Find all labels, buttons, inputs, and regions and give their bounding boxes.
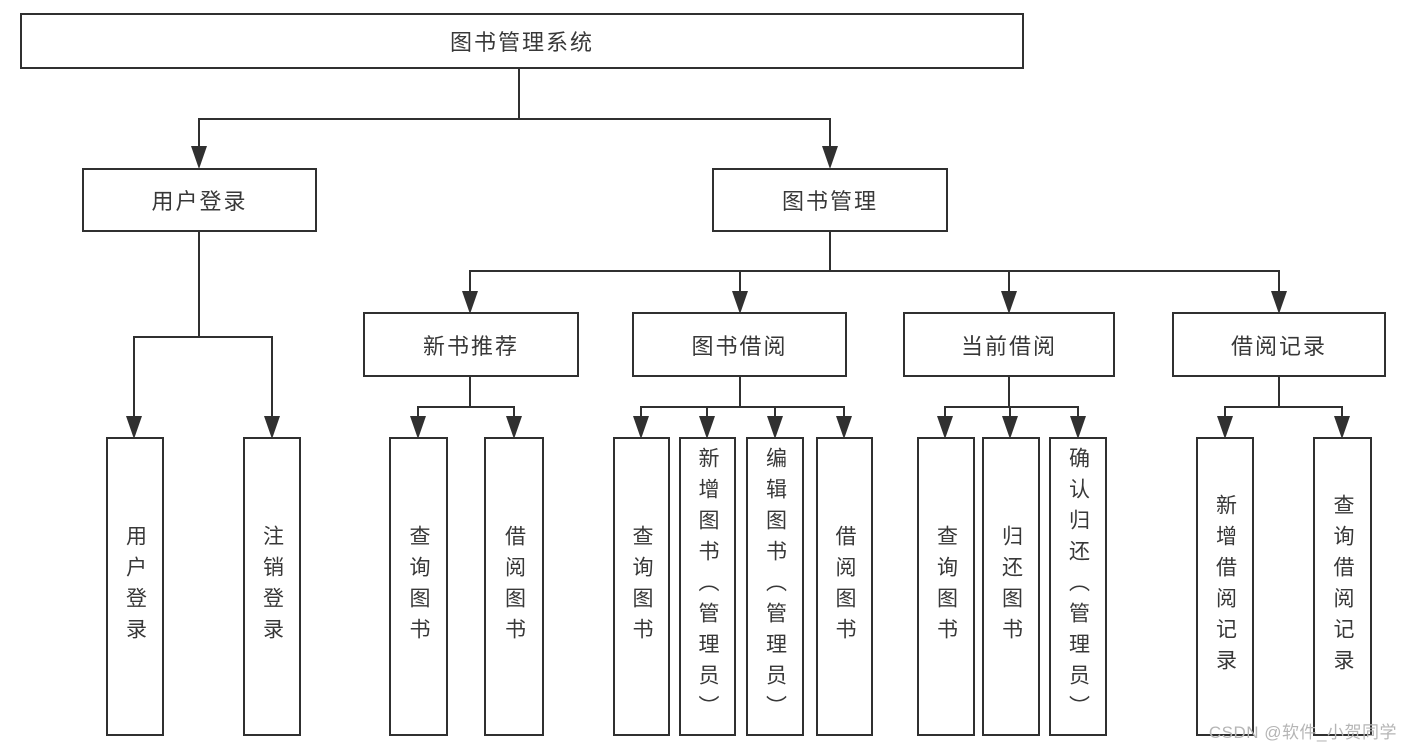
node-borrow-record: 借阅记录 <box>1172 312 1386 377</box>
leaf-query-books-borrow: 查询图书 <box>613 437 670 736</box>
node-user-login: 用户登录 <box>82 168 317 232</box>
node-new-book-recommend: 新书推荐 <box>363 312 579 377</box>
node-root: 图书管理系统 <box>20 13 1024 69</box>
connector-borrow-record <box>1217 377 1350 439</box>
connector-new-book <box>410 377 522 439</box>
leaf-query-borrow-record: 查询借阅记录 <box>1313 437 1372 736</box>
leaf-confirm-return-admin: 确认归还（管理员） <box>1049 437 1107 736</box>
node-current-borrow: 当前借阅 <box>903 312 1115 377</box>
leaf-borrow-books-recommend: 借阅图书 <box>484 437 544 736</box>
leaf-add-book-admin: 新增图书（管理员） <box>679 437 736 736</box>
connector-book-management <box>462 232 1287 314</box>
leaf-return-book: 归还图书 <box>982 437 1040 736</box>
connector-user-login <box>126 232 280 439</box>
node-book-borrow: 图书借阅 <box>632 312 847 377</box>
connector-current-borrow <box>937 377 1086 439</box>
connector-book-borrow <box>633 377 852 439</box>
leaf-query-books-recommend: 查询图书 <box>389 437 448 736</box>
leaf-logout: 注销登录 <box>243 437 301 736</box>
watermark: CSDN @软件_小贺同学 <box>1208 723 1397 742</box>
node-book-management: 图书管理 <box>712 168 948 232</box>
leaf-edit-book-admin: 编辑图书（管理员） <box>746 437 804 736</box>
leaf-query-books-current: 查询图书 <box>917 437 975 736</box>
leaf-add-borrow-record: 新增借阅记录 <box>1196 437 1254 736</box>
leaf-borrow-books: 借阅图书 <box>816 437 873 736</box>
connector-root <box>191 69 838 169</box>
leaf-user-login: 用户登录 <box>106 437 164 736</box>
